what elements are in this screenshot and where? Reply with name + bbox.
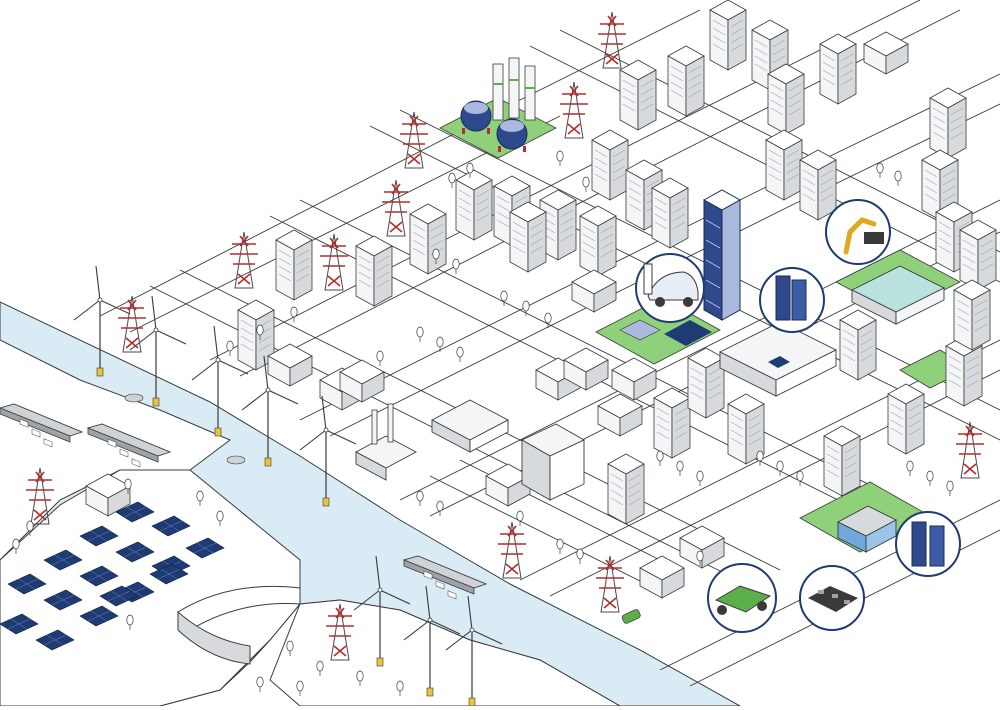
solar-carport: [619, 319, 712, 346]
callout-robot-arm: [825, 199, 891, 265]
callout-power-module: [799, 565, 865, 631]
callout-data-center: [895, 511, 961, 577]
factory-buildings: [355, 265, 946, 553]
callout-ev-chassis: [707, 563, 777, 633]
highlighted-office-tower: [702, 189, 742, 321]
callout-ev-charging: [635, 253, 705, 323]
callout-server-rack: [759, 267, 825, 333]
substation: [177, 585, 301, 665]
gas-storage-plant: [460, 57, 536, 152]
electric-car: [621, 609, 641, 624]
cargo-ships: [0, 393, 487, 600]
